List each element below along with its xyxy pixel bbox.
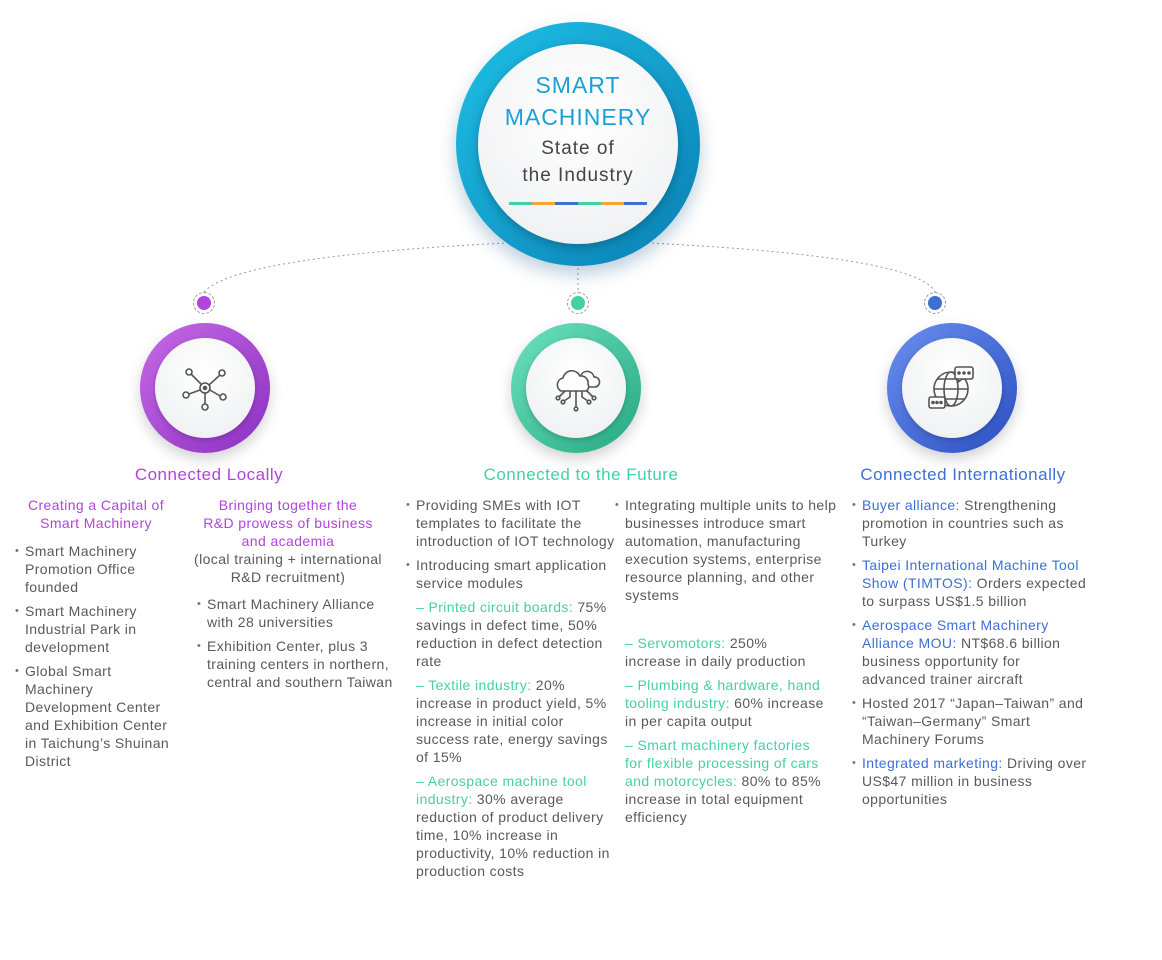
future-node	[567, 292, 589, 314]
item-text: Hosted 2017 “Japan–Taiwan” and “Taiwan–G…	[862, 695, 1084, 747]
local-col1-title: Creating a Capital of Smart Machinery	[27, 497, 165, 531]
item-label: Aerospace Smart Machinery Alliance MOU:	[862, 617, 1049, 651]
list-item: Taipei International Machine Tool Show (…	[852, 556, 1088, 610]
list-item: Hosted 2017 “Japan–Taiwan” and “Taiwan–G…	[852, 694, 1088, 748]
sub-item-label: – Servomotors:	[625, 635, 726, 651]
international-node	[924, 292, 946, 314]
future-col1: Providing SMEs with IOT templates to fac…	[406, 496, 616, 886]
sub-item-text: 250% increase in daily production	[625, 635, 806, 669]
sub-item-text: 60% increase in per capita output	[625, 695, 824, 729]
sub-item: – Printed circuit boards: 75% savings in…	[416, 598, 616, 670]
hub-title-line1: SMART	[535, 72, 621, 98]
list-item: Smart Machinery Industrial Park in devel…	[15, 602, 177, 656]
list-item: Introducing smart application service mo…	[406, 556, 616, 592]
hub-bar-segment	[555, 202, 578, 205]
hub-bar-segment	[624, 202, 647, 205]
network-hub-icon	[182, 368, 227, 411]
list-item: Providing SMEs with IOT templates to fac…	[406, 496, 616, 550]
hub-color-bar	[509, 202, 647, 205]
local-circle	[140, 323, 270, 453]
item-label: Integrated marketing:	[862, 755, 1003, 771]
hub-bar-segment	[601, 202, 624, 205]
future-circle	[511, 323, 641, 453]
list-item: Smart Machinery Alliance with 28 univers…	[197, 595, 394, 631]
local-col1: Creating a Capital of Smart Machinery Sm…	[15, 496, 177, 776]
list-item: Smart Machinery Promotion Office founded	[15, 542, 177, 596]
sub-item-label: – Textile industry:	[416, 677, 532, 693]
item-text: Orders expected to surpass US$1.5 billio…	[862, 575, 1087, 609]
sub-item: – Smart machinery factories for flexible…	[625, 736, 827, 826]
list-item: Global Smart Machinery Development Cente…	[15, 662, 177, 770]
local-col2-note: (local training + international R&D recr…	[194, 551, 382, 585]
sub-item-text: 75% savings in defect time, 50% reductio…	[416, 599, 607, 669]
sub-item-label: – Aerospace machine tool industry:	[416, 773, 587, 807]
list-item: Integrated marketing: Driving over US$47…	[852, 754, 1088, 808]
international-col: Buyer alliance: Strengthening promotion …	[852, 496, 1088, 814]
sub-item: – Plumbing & hardware, hand tooling indu…	[625, 676, 827, 730]
item-text: Strengthening promotion in countries suc…	[862, 497, 1064, 549]
list-item: Buyer alliance: Strengthening promotion …	[852, 496, 1088, 550]
sub-item: – Textile industry: 20% increase in prod…	[416, 676, 616, 766]
list-item: Integrating multiple units to help busin…	[615, 496, 837, 604]
sub-item-label: – Plumbing & hardware, hand tooling indu…	[625, 677, 821, 711]
list-item: Exhibition Center, plus 3 training cente…	[197, 637, 394, 691]
item-label: Taipei International Machine Tool Show (…	[862, 557, 1079, 591]
local-node	[193, 292, 215, 314]
hub-title-line2: MACHINERY	[504, 104, 652, 130]
globe-chat-icon	[928, 366, 974, 409]
item-text: Driving over US$47 million in business o…	[862, 755, 1087, 807]
cloud-circuit-icon	[555, 370, 601, 412]
sub-item-text: 30% average reduction of product deliver…	[416, 791, 610, 879]
future-col2-subs: – Servomotors: 250% increase in daily pr…	[615, 634, 827, 832]
sub-item: – Servomotors: 250% increase in daily pr…	[625, 634, 827, 670]
local-col2-title: Bringing together the R&D prowess of bus…	[203, 497, 373, 549]
item-text: NT$68.6 billion business opportunity for…	[862, 635, 1061, 687]
item-label: Buyer alliance:	[862, 497, 960, 513]
hub-bar-segment	[578, 202, 601, 205]
hub-bar-segment	[509, 202, 532, 205]
sub-item-label: – Smart machinery factories for flexible…	[625, 737, 819, 789]
sub-item-label: – Printed circuit boards:	[416, 599, 574, 615]
hub-subtitle-line2: the Industry	[522, 165, 634, 186]
hub-subtitle-line1: State of	[541, 138, 615, 159]
heading-connected-locally: Connected Locally	[134, 465, 284, 484]
hub-bar-segment	[532, 202, 555, 205]
hub-inner-circle	[478, 44, 678, 244]
future-col2: Integrating multiple units to help busin…	[615, 496, 837, 610]
international-circle	[887, 323, 1017, 453]
heading-connected-internationally: Connected Internationally	[860, 465, 1066, 484]
local-col2: Bringing together the R&D prowess of bus…	[182, 496, 394, 697]
sub-item-text: 20% increase in product yield, 5% increa…	[416, 677, 608, 765]
sub-item: – Aerospace machine tool industry: 30% a…	[416, 772, 616, 880]
heading-connected-future: Connected to the Future	[483, 465, 679, 484]
list-item: Aerospace Smart Machinery Alliance MOU: …	[852, 616, 1088, 688]
sub-item-text: 80% to 85% increase in total equipment e…	[625, 773, 822, 825]
